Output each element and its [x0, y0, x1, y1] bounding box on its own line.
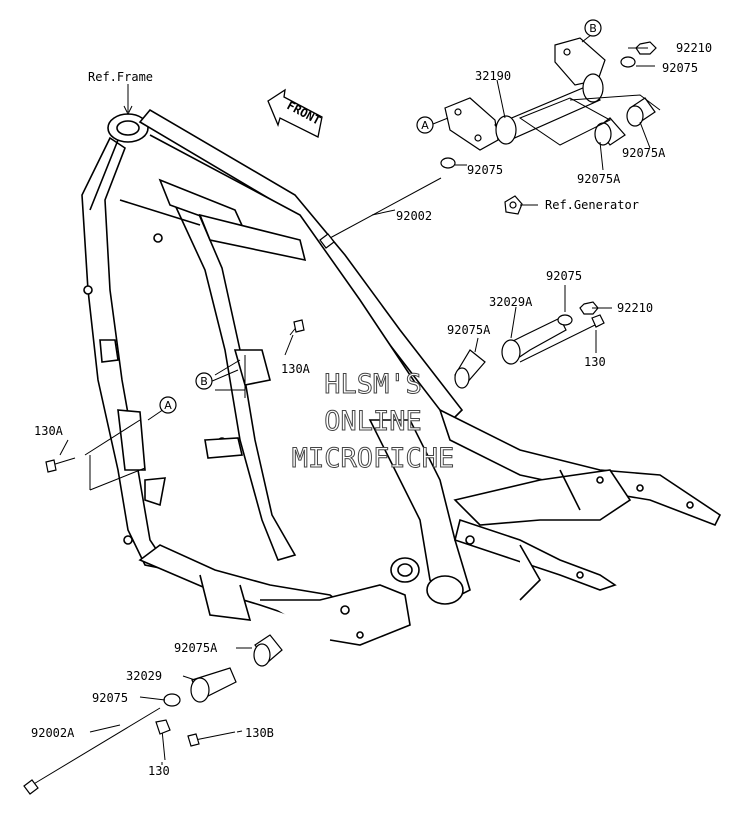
label-92210-top: 92210: [676, 41, 712, 55]
label-92075A-right: 92075A: [447, 323, 491, 337]
callout-a-top: A: [416, 116, 434, 134]
leader-lines: [59, 27, 655, 765]
watermark-line2: ONLINE: [324, 406, 422, 437]
label-ref-frame: Ref.Frame: [88, 70, 153, 84]
callout-a-left: A: [159, 396, 177, 414]
label-ref-generator: Ref.Generator: [545, 198, 639, 212]
label-130B: 130B: [245, 726, 274, 740]
callout-b-top: B: [584, 19, 602, 37]
svg-text:B: B: [200, 375, 208, 388]
top-mount-assembly: [440, 37, 661, 215]
label-130-low: 130: [148, 764, 170, 778]
callout-b-left: B: [195, 372, 213, 390]
watermark: HLSM'S ONLINE MICROFICHE: [291, 369, 455, 475]
label-92002: 92002: [396, 209, 432, 223]
label-32029: 32029: [126, 669, 162, 683]
label-92075A-b: 92075A: [577, 172, 621, 186]
label-92002A: 92002A: [31, 726, 75, 740]
label-130-right: 130: [584, 355, 606, 369]
front-arrow: FRONT: [267, 88, 323, 138]
bolt-92002: [319, 177, 442, 249]
watermark-line3: MICROFICHE: [292, 443, 455, 474]
motorcycle-frame: [81, 108, 722, 646]
label-32190: 32190: [475, 69, 511, 83]
watermark-line1: HLSM'S: [324, 369, 422, 400]
svg-text:B: B: [589, 22, 597, 35]
label-92210-right: 92210: [617, 301, 653, 315]
svg-text:A: A: [164, 399, 172, 412]
mid-mount-assembly: [454, 301, 605, 389]
label-130A-mid: 130A: [281, 362, 311, 376]
bolts-130A: [45, 319, 305, 473]
label-130A-left: 130A: [34, 424, 64, 438]
label-92075-top: 92075: [662, 61, 698, 75]
label-92075-right: 92075: [546, 269, 582, 283]
label-92075-low: 92075: [92, 691, 128, 705]
label-32029A: 32029A: [489, 295, 533, 309]
svg-text:A: A: [421, 119, 429, 132]
label-92075A-low: 92075A: [174, 641, 218, 655]
label-92075-mid: 92075: [467, 163, 503, 177]
label-92075A-a: 92075A: [622, 146, 666, 160]
lower-mount-assembly: [23, 634, 283, 795]
part-labels: Ref.Frame 32190 92210 92075 92075 92075A…: [31, 41, 712, 778]
